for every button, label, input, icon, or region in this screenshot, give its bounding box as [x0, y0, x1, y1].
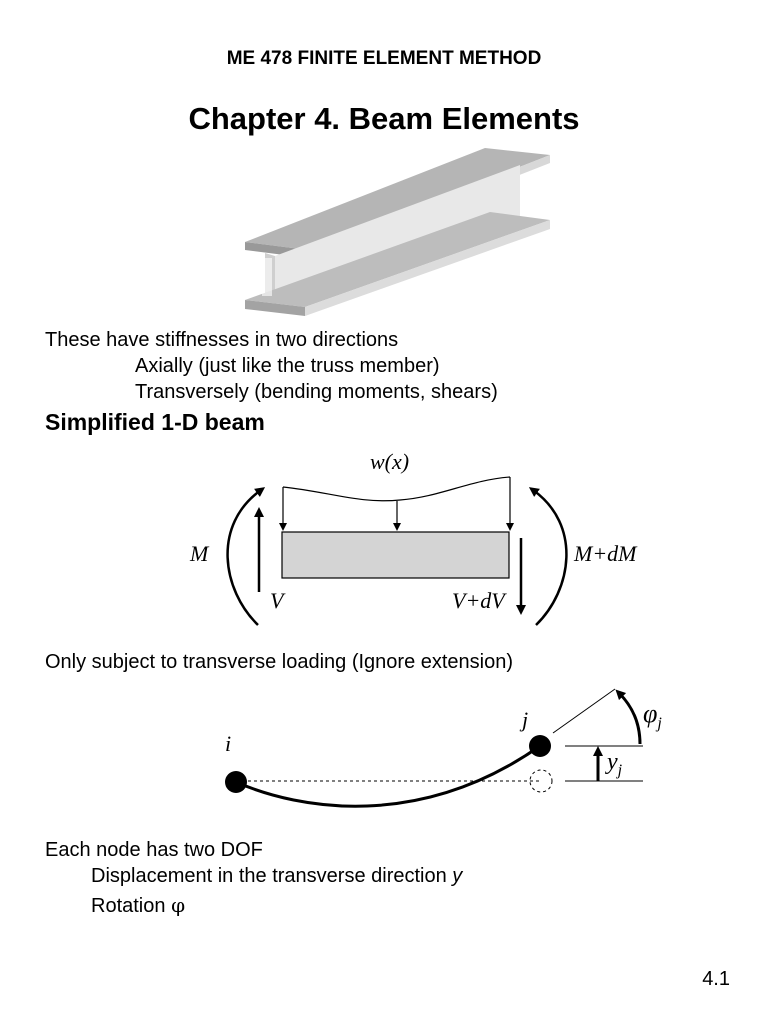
right-moment-label: M+dM: [574, 541, 637, 566]
dof-line-2: Displacement in the transverse direction…: [91, 865, 463, 887]
dof-line-3: Rotation φ: [91, 893, 186, 917]
load-label: w(x): [370, 449, 410, 474]
left-shear-label: V: [270, 588, 284, 613]
load-curve: [282, 476, 511, 502]
displacement-label: yj: [607, 749, 623, 779]
page-number: 4.1: [702, 968, 730, 990]
node-i: [225, 771, 247, 793]
dof-line-1: Each node has two DOF: [45, 839, 263, 861]
beam-segment: [281, 531, 510, 579]
node-j-label: j: [522, 707, 529, 732]
transverse-note: Only subject to transverse loading (Igno…: [45, 651, 514, 673]
intro-line-3: Transversely (bending moments, shears): [135, 381, 498, 403]
node-i-label: i: [225, 731, 232, 756]
deflected-beam: [235, 744, 541, 808]
rotation-label: φj: [643, 699, 662, 733]
node-j: [529, 735, 551, 757]
course-title: ME 478 FINITE ELEMENT METHOD: [226, 48, 542, 69]
intro-line-1: These have stiffnesses in two directions: [45, 329, 399, 351]
chapter-title: Chapter 4. Beam Elements: [188, 101, 580, 136]
right-shear-label: V+dV: [452, 588, 505, 613]
intro-line-2: Axially (just like the truss member): [135, 355, 440, 377]
section-title: Simplified 1-D beam: [45, 409, 265, 435]
left-moment-label: M: [190, 541, 209, 566]
